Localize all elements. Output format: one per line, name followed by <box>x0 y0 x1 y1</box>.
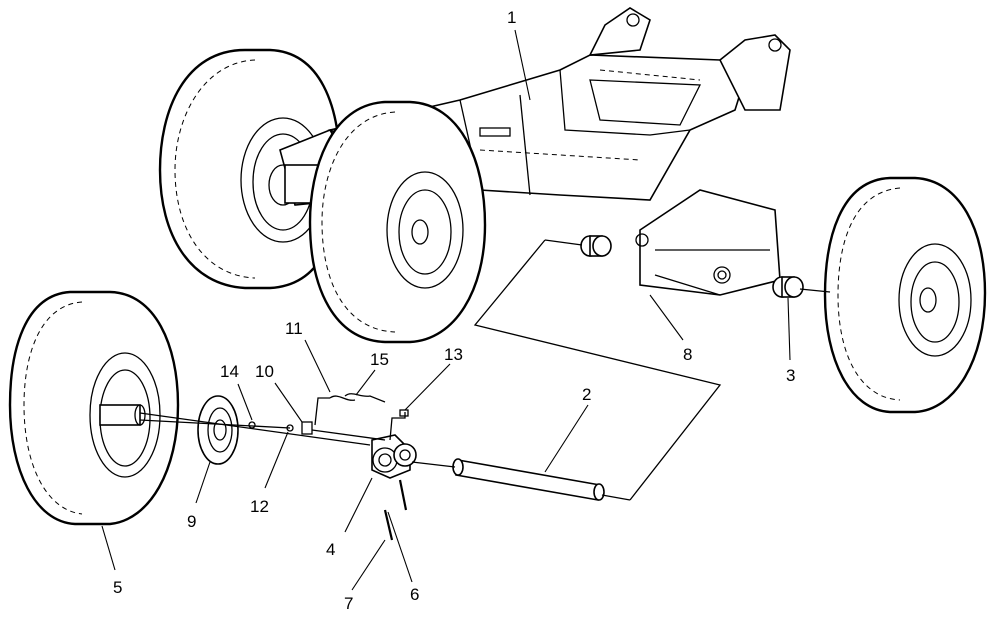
callout-9: 9 <box>187 512 196 531</box>
callout-1: 1 <box>507 8 516 27</box>
axle-tube <box>452 458 605 501</box>
callout-14: 14 <box>220 362 239 381</box>
callout-5: 5 <box>113 578 122 597</box>
callout-2: 2 <box>582 385 591 404</box>
front-left-wheel <box>308 100 487 344</box>
callout-15: 15 <box>370 350 389 369</box>
front-wheel-5 <box>8 290 180 526</box>
brake-disc <box>197 395 239 465</box>
callout-8: 8 <box>683 345 692 364</box>
callout-10: 10 <box>255 362 274 381</box>
callout-12: 12 <box>250 497 269 516</box>
callout-leaders <box>101 29 791 591</box>
bushing-left <box>580 235 612 257</box>
callout-11: 11 <box>285 319 303 338</box>
callout-labels: 1 2 3 4 5 6 7 8 9 10 11 12 13 14 15 <box>113 8 795 613</box>
callout-6: 6 <box>410 585 419 604</box>
hub-assembly <box>371 434 417 479</box>
callout-3: 3 <box>786 366 795 385</box>
rear-left-wheel <box>158 48 342 290</box>
assembly-lines <box>139 239 722 501</box>
callout-4: 4 <box>326 540 335 559</box>
small-hardware <box>248 393 409 541</box>
right-wheel <box>823 176 987 414</box>
callout-7: 7 <box>344 594 353 613</box>
bushing-right <box>772 276 804 298</box>
callout-13: 13 <box>444 345 463 364</box>
